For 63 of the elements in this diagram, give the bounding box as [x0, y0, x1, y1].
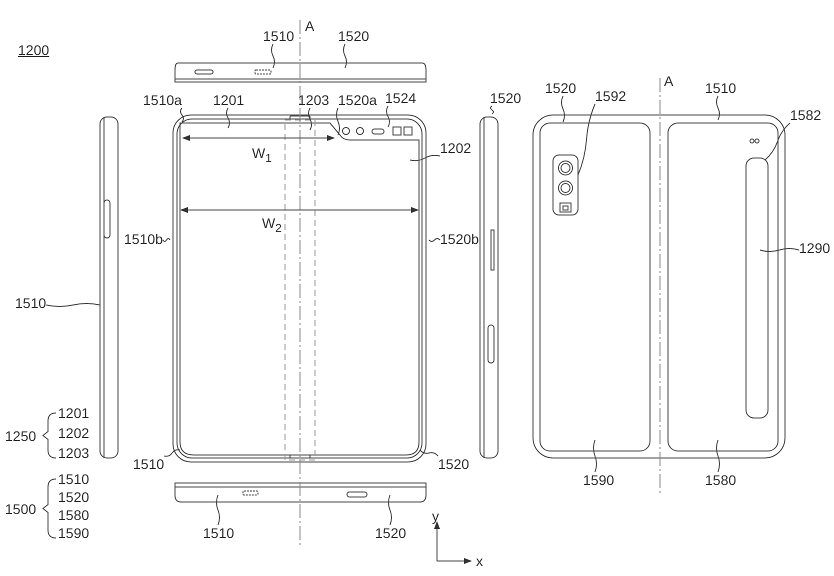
leader-line [410, 154, 440, 162]
reference-number: 1580 [58, 507, 90, 523]
reference-number: 1590 [58, 525, 90, 541]
leader-line [760, 248, 800, 252]
callout-number: 1510b [124, 231, 163, 247]
axis-label: y [432, 508, 439, 524]
callout-number: 1510 [15, 295, 46, 311]
dimension-label: W$_{1}$ [252, 145, 272, 167]
leader-line [561, 96, 565, 122]
leader-line [420, 450, 438, 456]
leader-line [180, 108, 184, 122]
callout-number: 1201 [213, 92, 244, 108]
figure-number: 1200 [18, 42, 50, 58]
dimension-label: W$_{2}$ [262, 215, 282, 237]
reference-number: 1202 [58, 425, 90, 441]
group-reference-number: 1500 [5, 501, 36, 517]
axis-label: A [664, 73, 674, 89]
callout-number: 1520a [338, 92, 377, 108]
callout-number: 1510 [203, 525, 234, 541]
leader-line [46, 303, 100, 307]
leader-line [428, 238, 440, 242]
callout-number: 1520 [375, 525, 406, 541]
callout-number: 1590 [583, 472, 614, 488]
reference-number: 1520 [58, 489, 90, 505]
callout-number: 1520 [490, 90, 522, 106]
leader-line [308, 108, 312, 130]
callout-number: 1580 [705, 472, 736, 488]
callout-number: 1510 [705, 80, 736, 96]
leader-line [716, 96, 720, 120]
leader-line [216, 494, 220, 526]
group-reference-number: 1250 [5, 428, 36, 444]
callout-number: 1592 [595, 88, 626, 104]
callout-number: 1520 [338, 28, 370, 44]
callout-number: 1202 [440, 140, 472, 156]
leader-line [593, 440, 597, 472]
callout-number: 1510a [143, 92, 182, 108]
reference-number: 1510 [58, 471, 90, 487]
callout-number: 1203 [298, 92, 330, 108]
callout-number: 1524 [385, 90, 416, 106]
callout-number: 1520 [545, 80, 576, 96]
reference-number: 1201 [58, 405, 90, 421]
leader-line [343, 44, 347, 68]
leader-line [162, 238, 170, 242]
leader-line [578, 104, 596, 176]
callout-number: 1520b [440, 231, 479, 247]
leader-line [716, 440, 720, 472]
leader-line [386, 106, 390, 128]
leader-line [164, 449, 180, 457]
leader-line [764, 122, 790, 160]
leader-line [336, 108, 340, 136]
callout-number: 1510 [263, 28, 294, 44]
leader-line [226, 108, 230, 128]
callout-number: 1510 [133, 456, 164, 472]
leader-line [490, 106, 494, 114]
axis-label: x [476, 553, 483, 569]
leader-line [388, 494, 392, 526]
callout-number: 1582 [790, 107, 822, 123]
callout-number: 1520 [438, 456, 470, 472]
axis-label: A [305, 18, 314, 34]
callout-number: 1290 [799, 240, 830, 256]
leader-line [271, 44, 275, 68]
reference-number: 1203 [58, 445, 90, 461]
side-view-drawing [100, 116, 118, 458]
